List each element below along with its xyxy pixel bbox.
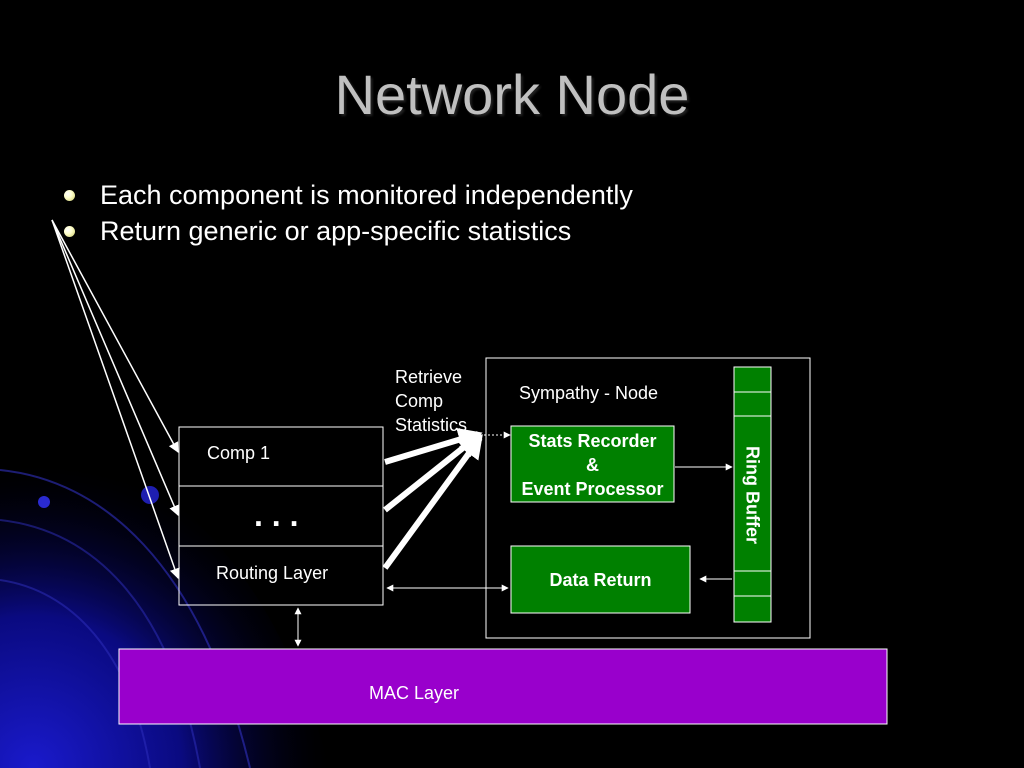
routing-layer-label: Routing Layer	[216, 563, 329, 583]
retrieve-label-line: Comp	[395, 391, 444, 411]
stats-recorder-line: Event Processor	[521, 479, 664, 499]
sympathy-node-label: Sympathy - Node	[519, 383, 659, 403]
stats-recorder-line: Stats Recorder	[528, 431, 657, 451]
pointer-line	[51, 219, 179, 453]
pointer-line	[51, 219, 180, 516]
stats-recorder-label: Stats Recorder & Event Processor	[511, 429, 674, 501]
routing-layer-box	[178, 545, 384, 606]
slide-title: Network Node	[334, 63, 690, 126]
data-return-label: Data Return	[549, 570, 652, 590]
mac-layer-label: MAC Layer	[369, 683, 460, 703]
mac-layer-box	[118, 648, 888, 725]
bullet-dot-icon	[64, 226, 75, 237]
bullet-text: Each component is monitored independentl…	[100, 180, 633, 210]
retrieve-label-line: Statistics	[395, 415, 468, 435]
bullet-list: Each component is monitored independentl…	[60, 178, 633, 250]
stats-recorder-line: &	[586, 455, 599, 475]
stats-recorder-box	[510, 425, 675, 503]
bullet-item: Each component is monitored independentl…	[60, 178, 633, 214]
sympathy-node-box	[485, 357, 811, 639]
data-return-box	[510, 545, 691, 614]
stats-arrow	[382, 434, 483, 570]
bullet-text: Return generic or app-specific statistic…	[100, 216, 572, 246]
retrieve-label-line: Retrieve	[395, 367, 463, 387]
retrieve-comp-statistics-label: Retrieve Comp Statistics	[395, 365, 467, 437]
ellipsis-label: . . .	[254, 497, 299, 533]
comp1-label: Comp 1	[207, 443, 271, 463]
bullet-item: Return generic or app-specific statistic…	[60, 214, 633, 250]
pointer-line	[51, 219, 180, 579]
ring-buffer-box	[733, 366, 772, 623]
bullet-dot-icon	[64, 190, 75, 201]
ring-buffer-label: Ring Buffer	[742, 446, 763, 544]
